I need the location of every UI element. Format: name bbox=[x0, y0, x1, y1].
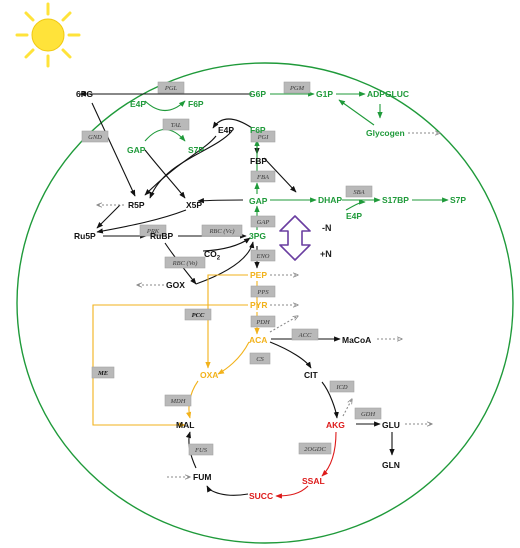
svg-text:TAL: TAL bbox=[171, 122, 182, 129]
metabolite-akg: AKG bbox=[326, 420, 345, 430]
metabolite-mal: MAL bbox=[176, 420, 194, 430]
metabolite-adpgluc: ADPGLUC bbox=[367, 89, 409, 99]
metabolite-f6p-mid: F6P bbox=[250, 125, 266, 135]
sun-icon bbox=[15, 2, 81, 68]
metabolite-s7p-right: S7P bbox=[450, 195, 466, 205]
nitrogen-repletion-label: +N bbox=[320, 249, 332, 259]
metabolite-fbp: FBP bbox=[250, 156, 267, 166]
enzyme-fus: FUS bbox=[188, 443, 214, 456]
metabolite-gox: GOX bbox=[166, 280, 185, 290]
dashed-outflow-arrows bbox=[97, 133, 440, 477]
metabolite-3pg: 3PG bbox=[249, 231, 266, 241]
metabolite-gln: GLN bbox=[382, 460, 400, 470]
svg-text:PGM: PGM bbox=[289, 85, 305, 92]
svg-text:PGI: PGI bbox=[257, 134, 270, 141]
enzyme-fba: FBA bbox=[250, 170, 276, 183]
svg-text:PPS: PPS bbox=[256, 289, 269, 296]
svg-text:GND: GND bbox=[88, 134, 102, 141]
svg-text:ICD: ICD bbox=[335, 384, 348, 391]
enzyme-me: ME bbox=[91, 366, 115, 379]
metabolite-pyr: PYR bbox=[250, 300, 267, 310]
metabolite-macoa: MaCoA bbox=[342, 335, 371, 345]
enzyme-tal: TAL bbox=[162, 118, 190, 131]
green-arrows bbox=[144, 91, 449, 230]
cell-boundary bbox=[16, 62, 514, 544]
metabolite-e4p-low: E4P bbox=[346, 211, 362, 221]
svg-text:ENO: ENO bbox=[256, 253, 270, 260]
svg-text:CS: CS bbox=[256, 356, 264, 363]
metabolite-x5p: X5P bbox=[186, 200, 202, 210]
metabolite-e4p-mid: E4P bbox=[218, 125, 234, 135]
metabolite-co2: CO2 bbox=[204, 249, 221, 262]
metabolite-e4p-top: E4P bbox=[130, 99, 146, 109]
enzyme-acc: ACC bbox=[291, 328, 319, 341]
metabolite-glycogen: Glycogen bbox=[366, 128, 405, 138]
metabolite-6pg: 6PG bbox=[76, 89, 93, 99]
svg-text:GAP: GAP bbox=[257, 219, 270, 226]
metabolite-gap-mid: GAP bbox=[249, 196, 268, 206]
metabolite-g6p: G6P bbox=[249, 89, 266, 99]
enzyme-sba: SBA bbox=[345, 185, 373, 198]
svg-text:PCC: PCC bbox=[192, 312, 205, 319]
svg-text:PDH: PDH bbox=[255, 319, 270, 326]
metabolite-ru5p: Ru5P bbox=[74, 231, 96, 241]
enzyme-rbc-vc: RBC (Vc) bbox=[201, 224, 243, 237]
metabolite-labels: 6PG G6P G1P ADPGLUC Glycogen E4P F6P GAP… bbox=[74, 89, 466, 501]
red-arrows bbox=[275, 431, 337, 499]
enzyme-gdh: GDH bbox=[354, 407, 382, 420]
enzyme-eno: ENO bbox=[250, 249, 276, 262]
enzyme-pgi: PGI bbox=[250, 130, 276, 143]
metabolite-fum: FUM bbox=[193, 472, 211, 482]
metabolite-succ: SUCC bbox=[249, 491, 273, 501]
metabolite-oxa: OXA bbox=[200, 370, 218, 380]
enzyme-icd: ICD bbox=[329, 380, 355, 393]
svg-text:MDH: MDH bbox=[170, 398, 186, 405]
svg-text:ACC: ACC bbox=[298, 332, 312, 339]
metabolite-aca: ACA bbox=[249, 335, 267, 345]
metabolite-f6p-top: F6P bbox=[188, 99, 204, 109]
enzyme-gap: GAP bbox=[250, 215, 276, 228]
metabolite-r5p: R5P bbox=[128, 200, 145, 210]
svg-text:2OGDC: 2OGDC bbox=[304, 446, 326, 453]
enzyme-rbc-vo: RBC (Vo) bbox=[164, 256, 206, 269]
enzyme-cs: CS bbox=[249, 352, 271, 365]
svg-text:PGL: PGL bbox=[164, 85, 178, 92]
enzyme-pcc: PCC bbox=[184, 308, 212, 321]
svg-text:RBC (Vo): RBC (Vo) bbox=[172, 260, 198, 267]
enzyme-pgm: PGM bbox=[283, 81, 311, 94]
svg-text:SBA: SBA bbox=[353, 189, 364, 196]
metabolite-cit: CIT bbox=[304, 370, 319, 380]
svg-text:RBC (Vc): RBC (Vc) bbox=[208, 228, 234, 235]
enzyme-pdh: PDH bbox=[250, 315, 276, 328]
svg-text:PRK: PRK bbox=[146, 228, 160, 235]
svg-text:ME: ME bbox=[97, 370, 109, 377]
enzyme-labels: PGL PGM GND TAL PGI FBA SBA GAP PRK RBC … bbox=[81, 81, 382, 456]
metabolite-pep: PEP bbox=[250, 270, 267, 280]
metabolite-s17bp: S17BP bbox=[382, 195, 409, 205]
up-down-arrow-icon bbox=[279, 215, 311, 261]
metabolite-gap-top: GAP bbox=[127, 145, 146, 155]
metabolite-ssal: SSAL bbox=[302, 476, 325, 486]
metabolite-dhap: DHAP bbox=[318, 195, 342, 205]
enzyme-pps: PPS bbox=[250, 285, 276, 298]
enzyme-mdh: MDH bbox=[164, 394, 192, 407]
svg-text:GDH: GDH bbox=[361, 411, 375, 418]
enzyme-gnd: GND bbox=[81, 130, 109, 143]
svg-text:FUS: FUS bbox=[194, 447, 208, 454]
metabolite-s7p-top: S7P bbox=[188, 145, 204, 155]
metabolite-glu: GLU bbox=[382, 420, 400, 430]
nitrogen-depletion-label: -N bbox=[322, 223, 332, 233]
svg-text:FBA: FBA bbox=[256, 174, 269, 181]
metabolite-g1p: G1P bbox=[316, 89, 333, 99]
enzyme-pgl: PGL bbox=[157, 81, 185, 94]
enzyme-prk: PRK bbox=[139, 224, 167, 237]
metabolite-rubp: RuBP bbox=[150, 231, 173, 241]
enzyme-2ogdc: 2OGDC bbox=[298, 442, 332, 455]
